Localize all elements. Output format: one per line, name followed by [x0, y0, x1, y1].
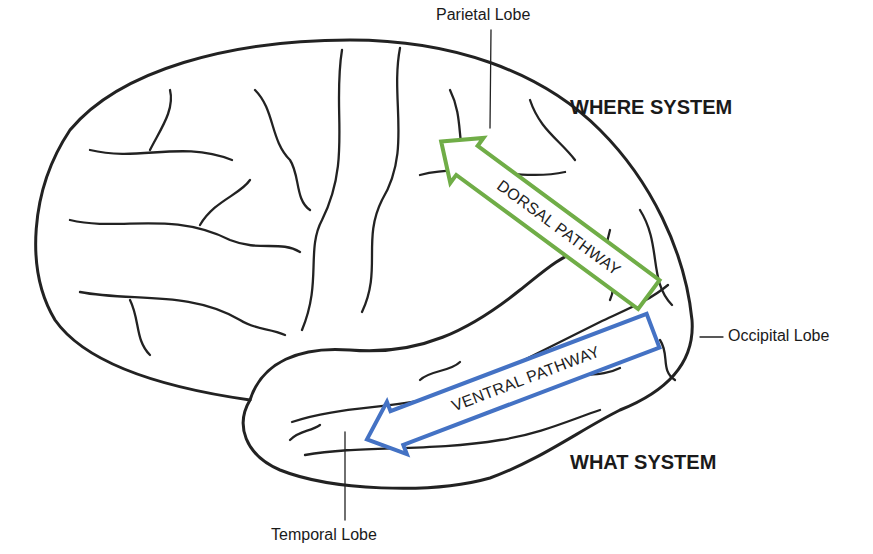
lobe-label: Temporal Lobe — [271, 526, 377, 544]
system-label: WHERE SYSTEM — [570, 96, 732, 119]
lobe-label: Occipital Lobe — [728, 327, 829, 345]
system-label: WHAT SYSTEM — [570, 451, 716, 474]
lobe-label: Parietal Lobe — [436, 6, 530, 24]
arrow-outline — [357, 304, 663, 465]
arrow-outline — [425, 119, 666, 317]
